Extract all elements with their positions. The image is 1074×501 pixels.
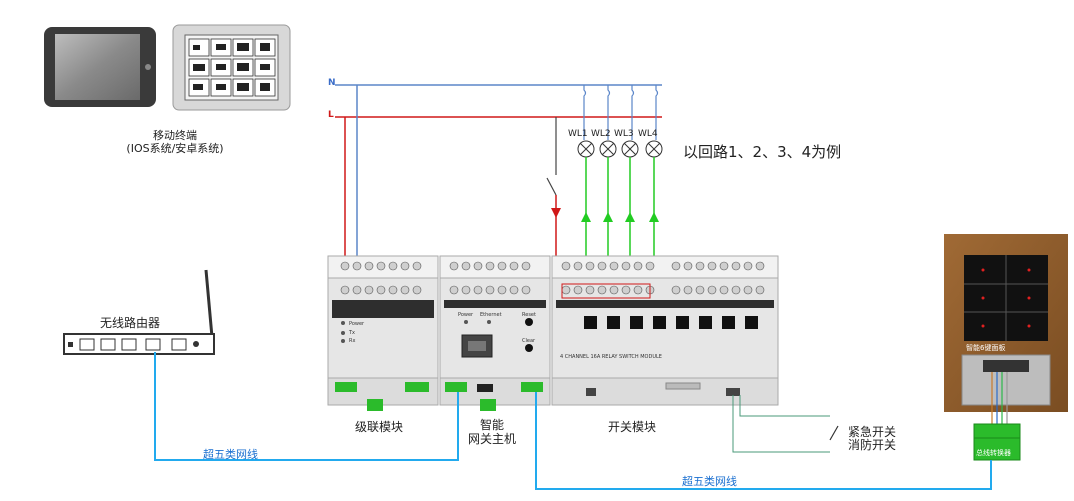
smart-panel <box>944 234 1068 412</box>
switch-label: 开关模块 <box>608 420 657 434</box>
cable-label-left: 超五类网线 <box>203 448 258 461</box>
neutral-label: N <box>328 78 336 88</box>
cascade-led-rx: Rx <box>349 338 356 344</box>
tablet-icon <box>44 27 156 107</box>
router-icon <box>63 269 215 355</box>
gateway-reset: Reset <box>522 312 536 318</box>
live-label: L <box>328 110 334 120</box>
lamp-icons <box>577 140 663 158</box>
touch-panel-icon <box>172 24 291 111</box>
cable-label-right: 超五类网线 <box>682 475 737 488</box>
bus-converter <box>973 423 1021 461</box>
mobile-title: 移动终端 <box>153 129 197 142</box>
gateway-led-power: Power <box>458 312 474 318</box>
gateway-module <box>439 255 551 411</box>
mobile-subtitle: (IOS系统/安卓系统) <box>126 142 224 155</box>
converter-label: 总线转换器 <box>976 449 1011 457</box>
gateway-label-line1: 智能 <box>479 418 504 432</box>
mobile-caption: 移动终端 (IOS系统/安卓系统) <box>95 129 255 155</box>
gateway-label-line2: 网关主机 <box>467 432 516 446</box>
emergency-line2: 消防开关 <box>848 438 897 452</box>
load-label-4: WL4 <box>638 129 658 139</box>
load-label-1: WL1 <box>568 129 588 139</box>
gateway-label: 智能 网关主机 <box>462 418 522 446</box>
switch-caption: 4 CHANNEL 16A RELAY SWITCH MODULE <box>560 354 662 360</box>
relay-switch-module <box>551 255 779 406</box>
cascade-module <box>327 255 439 411</box>
cascade-led-tx: Tx <box>349 330 356 336</box>
gateway-clear: Clear <box>522 338 536 344</box>
panel-label: 智能6键面板 <box>966 344 1006 352</box>
cascade-label: 级联模块 <box>355 420 404 434</box>
load-label-3: WL3 <box>614 129 634 139</box>
router-label: 无线路由器 <box>100 316 161 330</box>
load-label-2: WL2 <box>591 129 611 139</box>
cascade-led-power: Power <box>349 321 365 327</box>
emergency-line1: 紧急开关 <box>848 425 897 439</box>
emergency-label: 紧急开关 消防开关 <box>848 426 896 452</box>
example-text: 以回路1、2、3、4为例 <box>683 143 842 161</box>
gateway-led-ethernet: Ethernet <box>480 312 502 318</box>
